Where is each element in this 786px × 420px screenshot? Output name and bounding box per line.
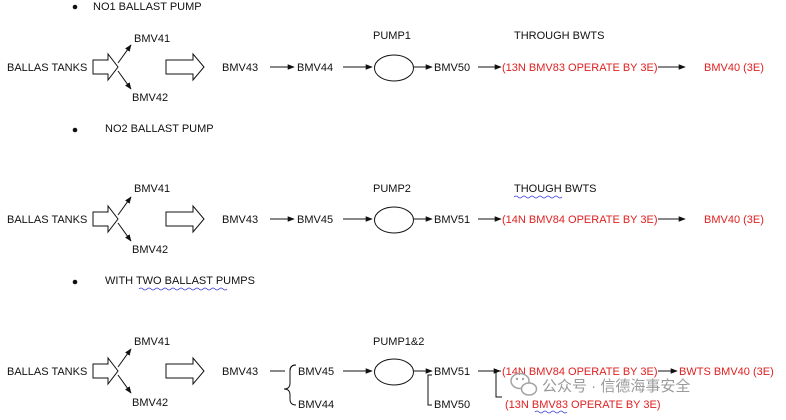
section-no2-ballast-pump: NO2 BALLAST PUMP BALLAS TANKS BMV41 BMV4…	[7, 123, 764, 256]
valve-bmv45: BMV45	[297, 214, 333, 226]
block-arrow-icon	[92, 356, 119, 386]
valve-bmv43: BMV43	[222, 214, 258, 226]
valve-bmv43: BMV43	[222, 62, 258, 74]
valve-bmv50: BMV50	[434, 62, 470, 74]
valve-bmv44: BMV44	[297, 62, 333, 74]
arrow-to-bmv42	[117, 70, 132, 90]
block-arrow-icon	[165, 356, 205, 386]
valve-bmv45: BMV45	[298, 366, 334, 378]
arrow-to-bmv42	[117, 374, 132, 394]
bwts-heading: THROUGH BWTS	[514, 30, 604, 42]
bmv40-label: BMV40 (3E)	[704, 62, 764, 74]
arrow-to-bmv41	[117, 44, 132, 64]
block-arrow-icon	[165, 52, 205, 82]
brace-icon	[495, 370, 502, 398]
bmv83-operate-note: (13N BMV83 OPERATE BY 3E)	[502, 62, 657, 74]
watermark-text: 公众号 · 信德海事安全	[542, 377, 690, 395]
section-heading: NO2 BALLAST PUMP	[105, 123, 214, 135]
bullet-icon	[72, 279, 78, 285]
brace-icon	[427, 374, 432, 406]
bmv83-operate-note: (13N BMV83 OPERATE BY 3E)	[505, 399, 660, 411]
section-two-ballast-pumps: WITH TWO BALLAST PUMPS BALLAS TANKS BMV4…	[7, 275, 774, 414]
bullet-icon	[72, 127, 78, 133]
valve-bmv41: BMV41	[134, 336, 170, 348]
brace-icon	[289, 364, 297, 372]
valve-bmv43: BMV43	[222, 366, 258, 378]
ballas-tanks-label: BALLAS TANKS	[7, 62, 87, 74]
section-heading: WITH TWO BALLAST PUMPS	[105, 275, 255, 287]
section-heading: NO1 BALLAST PUMP	[93, 1, 202, 13]
valve-bmv44: BMV44	[298, 399, 334, 411]
valve-bmv41: BMV41	[134, 33, 170, 45]
bmv40-label: BMV40 (3E)	[704, 214, 764, 226]
wechat-icon	[510, 372, 538, 396]
valve-bmv42: BMV42	[132, 244, 168, 256]
ballas-tanks-label: BALLAS TANKS	[7, 366, 87, 378]
block-arrow-icon	[92, 52, 119, 82]
pump-symbol	[374, 54, 414, 82]
ballas-tanks-label: BALLAS TANKS	[7, 214, 87, 226]
spellcheck-underline	[138, 287, 228, 291]
block-arrow-icon	[165, 204, 205, 234]
valve-bmv42: BMV42	[132, 397, 168, 409]
pump-symbol	[374, 206, 414, 234]
pump-label: PUMP1&2	[373, 336, 424, 348]
block-arrow-icon	[92, 204, 119, 234]
pump-label: PUMP2	[373, 183, 411, 195]
valve-bmv42: BMV42	[132, 92, 168, 104]
valve-bmv41: BMV41	[134, 183, 170, 195]
spellcheck-underline	[513, 195, 563, 199]
bmv84-operate-note: (14N BMV84 OPERATE BY 3E)	[502, 366, 657, 378]
valve-bmv51: BMV51	[434, 214, 470, 226]
valve-bmv51: BMV51	[434, 366, 470, 378]
pump-label: PUMP1	[373, 30, 411, 42]
bwts-bmv40-label: BWTS BMV40 (3E)	[679, 366, 774, 378]
valve-bmv50: BMV50	[434, 399, 470, 411]
pump-symbol	[374, 358, 414, 386]
bmv84-operate-note: (14N BMV84 OPERATE BY 3E)	[502, 214, 657, 226]
arrow-to-bmv41	[117, 348, 132, 368]
arrow-to-bmv42	[117, 222, 132, 242]
arrow-to-bmv41	[117, 196, 132, 216]
section-no1-ballast-pump: NO1 BALLAST PUMP BALLAS TANKS BMV41 BMV4…	[7, 1, 764, 104]
bullet-icon	[72, 4, 78, 10]
watermark: 公众号 · 信德海事安全	[510, 372, 690, 396]
bwts-heading: THOUGH BWTS	[514, 183, 597, 195]
spellcheck-underline	[534, 410, 568, 414]
